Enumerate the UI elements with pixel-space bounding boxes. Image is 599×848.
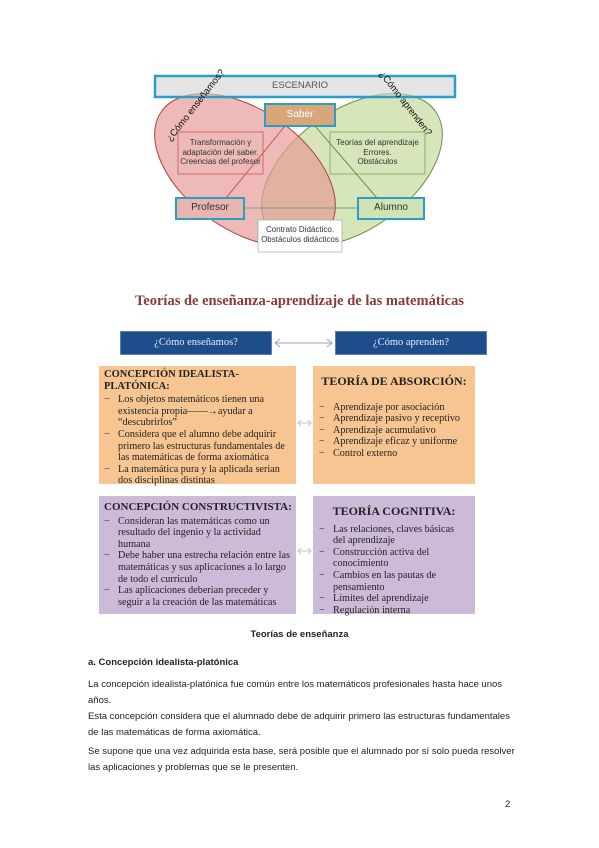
- list-item: Aprendizaje acumulativo: [319, 425, 469, 437]
- paragraph-3: Se supone que una vez adquirida esta bas…: [88, 744, 518, 776]
- constructivista-title: CONCEPCIÓN CONSTRUCTIVISTA:: [104, 501, 292, 513]
- saber-transform-line-1: Transformación y: [189, 138, 252, 147]
- paragraph-3-line-2: las aplicaciones y problemas que se le p…: [88, 762, 299, 773]
- saber-transform-text: Transformación y adaptación del saber. C…: [178, 138, 263, 167]
- paragraph-2-line-1: Esta concepción considera que el alumnad…: [88, 711, 510, 722]
- list-item: Los objetos matemáticos tienen una exist…: [104, 394, 292, 429]
- cognitiva-list: Las relaciones, claves básicas del apren…: [319, 524, 469, 617]
- contrato-line-1: Contrato Didáctico.: [265, 225, 335, 234]
- learning-theories-line-3: Obstáculos: [357, 157, 398, 167]
- list-item: Aprendizaje eficaz y uniforme: [319, 436, 469, 448]
- list-item: La matemática pura y la aplicada serian …: [104, 464, 292, 487]
- list-item: Aprendizaje por asociación: [319, 402, 469, 414]
- panel-teoria-absorcion: TEORÍA DE ABSORCIÓN: Aprendizaje por aso…: [313, 366, 475, 484]
- paragraph-2-line-2: de las matemáticas de forma axiomática.: [88, 727, 261, 738]
- figure-title: Teorías de enseñanza-aprendizaje de las …: [134, 293, 465, 309]
- list-item: Consideran las matemáticas como un resul…: [104, 516, 292, 551]
- list-item: Debe haber una estrecha relación entre l…: [104, 550, 292, 585]
- header-como-ensenamos: ¿Cómo enseñamos?: [120, 331, 272, 355]
- profesor-label: Profesor: [191, 202, 229, 213]
- learning-theories-text: Teorías del aprendizaje Errores. Obstácu…: [330, 138, 425, 167]
- diagram-graphics: [153, 74, 457, 253]
- list-item: Límites del aprendizaje: [319, 593, 469, 605]
- cognitiva-connector-arrow: [297, 547, 312, 555]
- list-item: Cambios en las pautas de pensamiento: [319, 570, 469, 593]
- didactic-triangle-diagram: ESCENARIO Saber ¿Cómo enseñamos? ¿Cómo a…: [140, 60, 460, 265]
- list-item: Construcción activa del conocimiento: [319, 547, 469, 570]
- alumno-label: Alumno: [374, 202, 408, 213]
- list-item: Considera que el alumno debe adquirir pr…: [104, 429, 292, 464]
- idealista-list: Los objetos matemáticos tienen una exist…: [104, 394, 292, 487]
- list-item: Aprendizaje pasivo y receptivo: [319, 413, 469, 425]
- saber-transform-line-3: Creencias del profesor: [180, 157, 261, 167]
- paragraph-1: La concepción idealista-platónica fue co…: [88, 677, 518, 709]
- saber-transform-line-2: adaptación del saber.: [182, 147, 259, 157]
- cognitiva-title: TEORÍA COGNITIVA:: [332, 504, 456, 518]
- absorcion-title: TEORÍA DE ABSORCIÓN:: [321, 374, 467, 388]
- panel-idealista-platonica: CONCEPCIÓN IDEALISTA-PLATÓNICA: Los obje…: [99, 366, 296, 487]
- list-item: Las relaciones, claves básicas del apren…: [319, 524, 469, 547]
- double-arrow-connector: [274, 338, 333, 348]
- paragraph-3-line-1: Se supone que una vez adquirida esta bas…: [88, 746, 515, 757]
- list-item: Las aplicaciones deberian preceder y seg…: [104, 585, 292, 608]
- escenario-label: ESCENARIO: [272, 80, 328, 91]
- page-number: 2: [505, 799, 511, 810]
- absorcion-list: Aprendizaje por asociación Aprendizaje p…: [319, 402, 469, 460]
- learning-theories-line-2: Errores.: [363, 147, 392, 157]
- section-heading: a. Concepción idealista-platónica: [88, 657, 239, 668]
- constructivista-list: Consideran las matemáticas como un resul…: [104, 516, 292, 609]
- contrato-line-2: Obstáculos didácticos: [261, 234, 339, 244]
- panel-constructivista: CONCEPCIÓN CONSTRUCTIVISTA: Consideran l…: [99, 496, 296, 614]
- absorcion-connector-arrow: [297, 419, 312, 427]
- list-item: Control externo: [319, 448, 469, 460]
- figure-caption: Teorías de enseñanza: [250, 629, 349, 640]
- list-item: Regulación interna: [319, 605, 469, 617]
- panel-teoria-cognitiva: TEORÍA COGNITIVA: Las relaciones, claves…: [313, 496, 475, 617]
- header-como-aprenden: ¿Cómo aprenden?: [335, 331, 487, 355]
- learning-theories-line-1: Teorías del aprendizaje: [336, 138, 419, 147]
- idealista-title: CONCEPCIÓN IDEALISTA-PLATÓNICA:: [104, 369, 239, 392]
- saber-label: Saber: [286, 109, 314, 120]
- contrato-didactico-text: Contrato Didáctico. Obstáculos didáctico…: [258, 225, 342, 244]
- paragraph-1-line-1: La concepción idealista-platónica fue co…: [88, 679, 503, 690]
- paragraph-1-line-2: años.: [88, 695, 112, 706]
- paragraph-2: Esta concepción considera que el alumnad…: [88, 709, 518, 741]
